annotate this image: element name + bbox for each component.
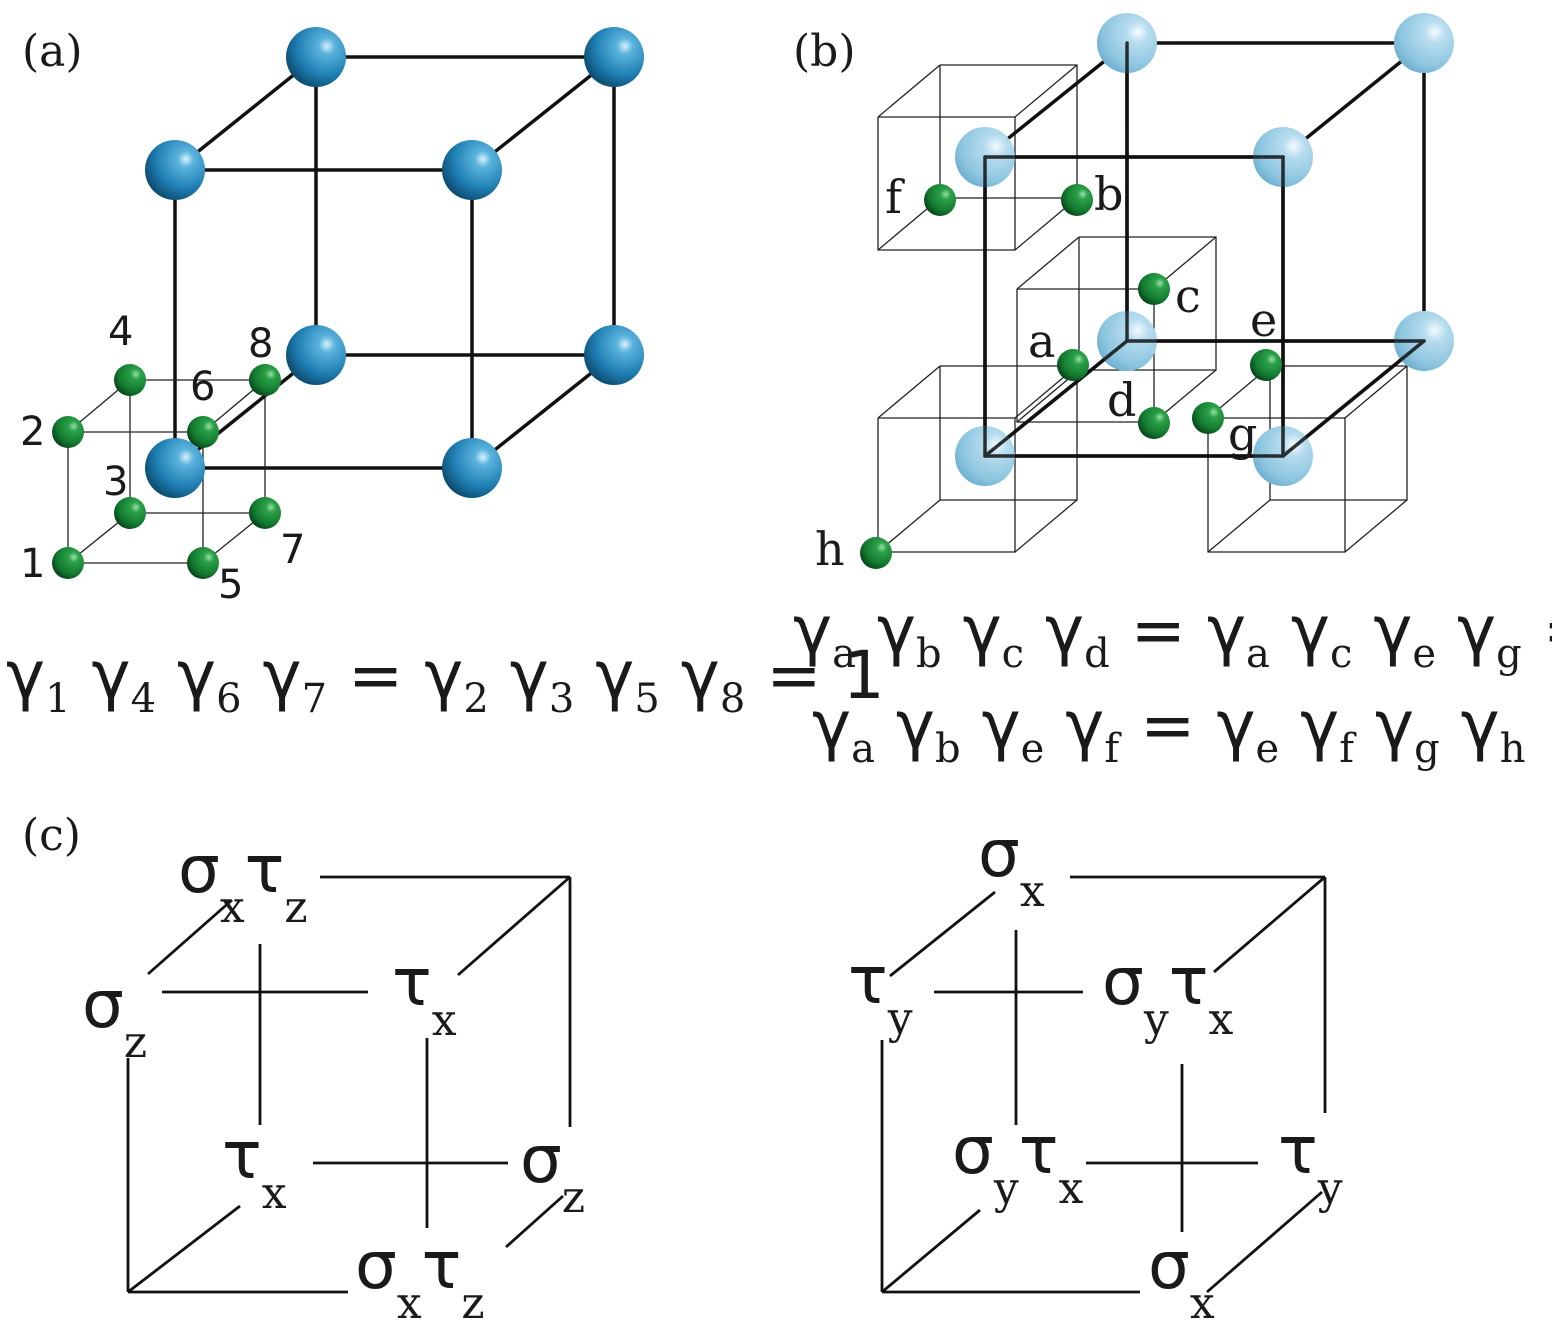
operator-left-cube-front-bottom-right: σxτz [355,1227,485,1329]
operator-left-cube-back-bottom-left: τx [222,1117,287,1219]
panel-b-small-cubes [877,64,1408,553]
green-sphere-g [1192,402,1224,434]
operator-left-cube-front-top-right: τx [392,944,457,1046]
light-blue-sphere [1394,13,1454,73]
green-sphere-f [924,184,956,216]
site-label-b: b [1094,167,1123,221]
panel-c-label: (c) [22,810,81,861]
operator-right-cube-front-top-right: σyτx [1102,943,1233,1045]
panel-c-left-cube [126,875,572,1294]
blue-sphere [145,140,205,200]
green-sphere-e [1250,349,1282,381]
operator-left-cube-back-top-left: σxτz [178,831,308,933]
blue-sphere [286,27,346,87]
site-label-g: g [1228,407,1257,461]
operator-right-cube-back-bottom-right: τy [1278,1112,1343,1214]
operator-right-cube-front-top-left: τy [848,942,913,1044]
site-label-5: 5 [218,562,243,608]
green-sphere-a [1057,349,1089,381]
site-label-a: a [1028,314,1055,368]
panel-a-site-labels: 1 2 3 4 5 6 7 8 [20,309,305,608]
site-label-4: 4 [108,309,133,355]
panel-b-equation-1: γa γb γc γd = γa γc γe γg = 1 [793,592,1552,683]
operator-right-cube-back-bottom-left: σyτx [952,1112,1083,1214]
site-label-1: 1 [20,541,45,587]
green-sphere-8 [249,364,281,396]
green-sphere-3 [114,497,146,529]
panel-b-large-cube-overlay [983,41,1426,458]
green-sphere-2 [52,416,84,448]
panel-c: (c) [22,810,1327,1294]
site-label-d: d [1107,373,1136,427]
site-label-8: 8 [248,321,273,367]
site-label-e: e [1250,293,1277,347]
panel-b-green-spheres [860,184,1282,569]
panel-b: (b) [793,13,1552,778]
site-label-2: 2 [20,409,45,455]
panel-b-site-labels: a b c d e f g h [815,167,1277,576]
green-sphere-6 [187,416,219,448]
panel-a-blue-spheres [145,27,644,498]
operator-left-cube-front-top-left: σz [82,966,147,1068]
operator-right-cube-back-top-left: σx [978,815,1045,917]
panel-a-green-spheres [52,364,281,579]
green-sphere-b [1061,184,1093,216]
green-sphere-h [860,537,892,569]
site-label-7: 7 [280,527,305,573]
green-sphere-d [1138,407,1170,439]
panel-b-label: (b) [793,26,856,77]
panel-a-label: (a) [22,26,83,77]
panel-c-right-cube [880,875,1327,1294]
site-label-3: 3 [103,459,128,505]
green-sphere-7 [249,497,281,529]
panel-a-equation: γ1 γ4 γ6 γ7 = γ2 γ3 γ5 γ8 = 1 [6,637,885,728]
operator-right-cube-front-bottom-right: σx [1148,1227,1215,1329]
blue-sphere [286,325,346,385]
panel-b-equation-2: γa γb γe γf = γe γf γg γh = 1 [812,687,1552,778]
operator-left-cube-back-bottom-right: σz [520,1121,585,1223]
site-label-f: f [885,170,905,224]
blue-sphere [584,27,644,87]
green-sphere-4 [114,364,146,396]
blue-sphere-front-corner [145,438,205,498]
green-sphere-1 [52,547,84,579]
green-sphere-5 [187,547,219,579]
site-label-6: 6 [190,364,215,410]
blue-sphere [442,140,502,200]
panel-a-large-cube [173,55,616,470]
site-label-h: h [815,522,845,576]
site-label-c: c [1175,269,1201,323]
blue-sphere [442,438,502,498]
green-sphere-c [1138,273,1170,305]
blue-sphere [584,325,644,385]
panel-a: (a) [6,26,885,728]
